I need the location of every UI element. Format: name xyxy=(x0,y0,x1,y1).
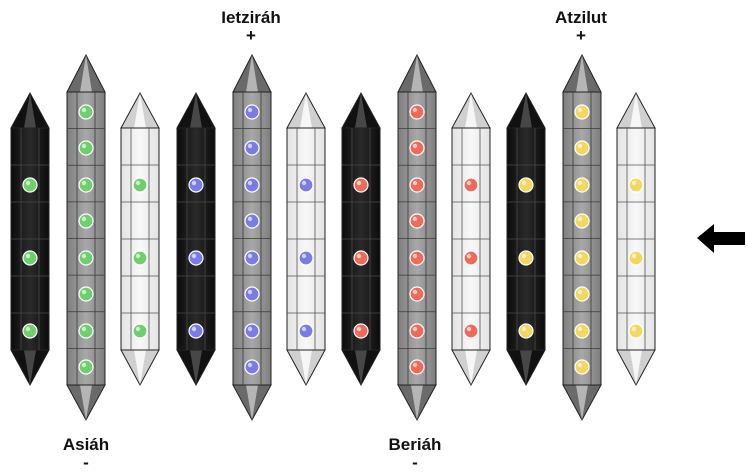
yellow-ball-icon xyxy=(518,250,534,266)
label-beriah-name: Beriáh xyxy=(388,435,442,454)
green-ball-icon xyxy=(132,323,148,339)
yellow-ball-icon xyxy=(628,323,644,339)
blue-ball-icon xyxy=(298,323,314,339)
blue-ball-icon xyxy=(244,286,260,302)
blue-ball-icon xyxy=(188,177,204,193)
red-ball-icon xyxy=(353,177,369,193)
yellow-ball-icon xyxy=(518,177,534,193)
label-atzilut-name: Atzilut xyxy=(555,8,607,27)
red-ball-icon xyxy=(409,323,425,339)
green-ball-icon xyxy=(78,323,94,339)
red-ball-icon xyxy=(463,323,479,339)
column-asiáh-dark xyxy=(10,91,50,387)
column-ietziráh-light xyxy=(286,91,326,387)
red-ball-icon xyxy=(463,250,479,266)
green-ball-icon xyxy=(22,177,38,193)
left-arrow-icon xyxy=(697,224,745,253)
blue-ball-icon xyxy=(244,323,260,339)
green-ball-icon xyxy=(78,140,94,156)
green-ball-icon xyxy=(132,177,148,193)
green-ball-icon xyxy=(78,104,94,120)
label-beriah-sign: - xyxy=(412,453,418,472)
red-ball-icon xyxy=(409,104,425,120)
green-ball-icon xyxy=(22,323,38,339)
yellow-ball-icon xyxy=(574,213,590,229)
label-asiah-name: Asiáh xyxy=(62,435,110,454)
blue-ball-icon xyxy=(298,177,314,193)
yellow-ball-icon xyxy=(574,323,590,339)
green-ball-icon xyxy=(78,286,94,302)
label-asiah-sign: - xyxy=(83,453,89,472)
red-ball-icon xyxy=(353,323,369,339)
blue-ball-icon xyxy=(244,213,260,229)
blue-ball-icon xyxy=(244,177,260,193)
red-ball-icon xyxy=(409,286,425,302)
red-ball-icon xyxy=(353,250,369,266)
red-ball-icon xyxy=(463,177,479,193)
column-atzilut-gray xyxy=(562,53,602,422)
green-ball-icon xyxy=(22,250,38,266)
green-ball-icon xyxy=(78,250,94,266)
column-ietziráh-dark xyxy=(176,91,216,387)
green-ball-icon xyxy=(78,359,94,375)
yellow-ball-icon xyxy=(628,250,644,266)
yellow-ball-icon xyxy=(574,286,590,302)
yellow-ball-icon xyxy=(628,177,644,193)
yellow-ball-icon xyxy=(574,359,590,375)
yellow-ball-icon xyxy=(518,323,534,339)
label-asiah: Asiáh - xyxy=(26,436,146,472)
red-ball-icon xyxy=(409,177,425,193)
blue-ball-icon xyxy=(244,250,260,266)
blue-ball-icon xyxy=(298,250,314,266)
yellow-ball-icon xyxy=(574,177,590,193)
label-atzilut-sign: + xyxy=(576,26,586,45)
red-ball-icon xyxy=(409,250,425,266)
red-ball-icon xyxy=(409,140,425,156)
column-atzilut-light xyxy=(616,91,656,387)
blue-ball-icon xyxy=(244,140,260,156)
label-ietzirah-name: Ietziráh xyxy=(221,8,281,27)
red-ball-icon xyxy=(409,359,425,375)
label-atzilut: Atzilut + xyxy=(521,9,641,45)
column-beriáh-light xyxy=(451,91,491,387)
blue-ball-icon xyxy=(188,250,204,266)
green-ball-icon xyxy=(132,250,148,266)
column-ietziráh-gray xyxy=(232,53,272,422)
label-ietzirah: Ietziráh + xyxy=(191,9,311,45)
blue-ball-icon xyxy=(244,104,260,120)
yellow-ball-icon xyxy=(574,250,590,266)
yellow-ball-icon xyxy=(574,104,590,120)
column-asiáh-light xyxy=(120,91,160,387)
column-beriáh-dark xyxy=(341,91,381,387)
green-ball-icon xyxy=(78,213,94,229)
column-asiáh-gray xyxy=(66,53,106,422)
blue-ball-icon xyxy=(188,323,204,339)
red-ball-icon xyxy=(409,213,425,229)
column-atzilut-dark xyxy=(506,91,546,387)
blue-ball-icon xyxy=(244,359,260,375)
label-ietzirah-sign: + xyxy=(246,26,256,45)
green-ball-icon xyxy=(78,177,94,193)
column-beriáh-gray xyxy=(397,53,437,422)
yellow-ball-icon xyxy=(574,140,590,156)
label-beriah: Beriáh - xyxy=(355,436,475,472)
